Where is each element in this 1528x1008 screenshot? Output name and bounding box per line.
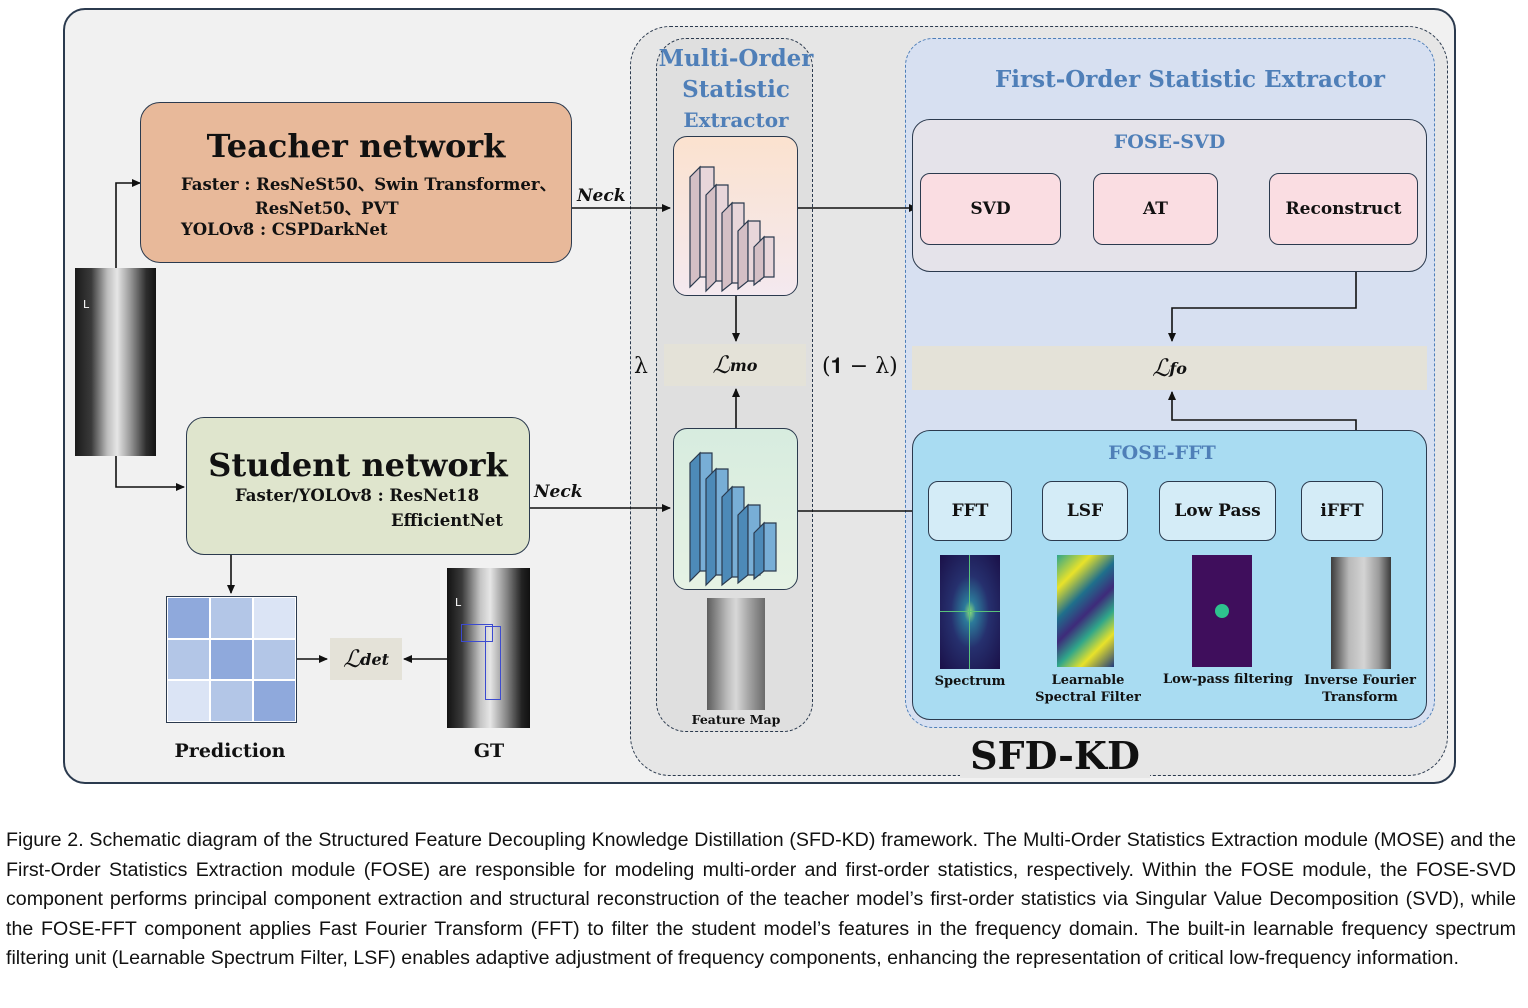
inverse-fourier-transform-caption: Inverse Fourier Transform [1304, 673, 1416, 705]
prediction-grid [166, 596, 297, 723]
figure-caption: Figure 2. Schematic diagram of the Struc… [6, 829, 1516, 969]
loss-fo-symbol: ℒ [1152, 354, 1170, 382]
prediction-cell [167, 638, 210, 681]
fose-svd-title: FOSE-SVD [1113, 131, 1226, 153]
student-line-1: Faster/YOLOv8 : ResNet18 [235, 486, 480, 505]
loss-det-symbol: ℒ [342, 645, 361, 673]
gt-bounding-box [461, 624, 493, 642]
teacher-title: Teacher network [206, 127, 506, 165]
one-minus-lambda-label: (𝟏 − λ) [822, 354, 898, 379]
prediction-cell [167, 597, 210, 639]
teacher-neck-label: Neck [577, 186, 626, 206]
teacher-line-2: ResNet50、PVT [255, 199, 399, 218]
student-network-box: Student network Faster/YOLOv8 : ResNet18… [186, 417, 530, 555]
input-xray-image: L [75, 268, 156, 456]
sfd-kd-label: SFD-KD [960, 733, 1150, 778]
teacher-line-3: YOLOv8 : CSPDarkNet [181, 220, 388, 239]
loss-mo-symbol: ℒ [712, 351, 730, 379]
teacher-network-box: Teacher network Faster : ResNeSt50、Swin … [140, 102, 572, 263]
gt-label: GT [473, 740, 505, 762]
feature-map-image [707, 598, 765, 710]
fose-title: First-Order Statistic Extractor [994, 66, 1386, 93]
learnable-spectral-filter-image [1057, 555, 1114, 667]
inverse-fourier-transform-image [1331, 557, 1391, 669]
student-line-2: EfficientNet [391, 511, 504, 530]
svd-step: SVD [920, 173, 1061, 245]
fft-step: FFT [928, 481, 1012, 541]
reconstruct-step: Reconstruct [1269, 173, 1418, 245]
prediction-cell [210, 680, 253, 722]
student-neck-label: Neck [534, 482, 583, 502]
learnable-spectral-filter-caption: Learnable Spectral Filter [1035, 673, 1141, 705]
gt-xray-image: L [447, 568, 530, 728]
spectrum-caption: Spectrum [934, 674, 1006, 689]
spectrum-image [940, 555, 1000, 669]
low-pass-filtering-image [1192, 555, 1252, 667]
prediction-cell [253, 597, 296, 639]
prediction-cell [167, 680, 210, 722]
prediction-cell [210, 597, 253, 639]
fose-fft-title: FOSE-FFT [1108, 442, 1216, 464]
lsf-step: LSF [1042, 481, 1128, 541]
prediction-label: Prediction [174, 740, 286, 762]
low-pass-step: Low Pass [1159, 481, 1276, 541]
prediction-cell [253, 680, 296, 722]
prediction-cell [253, 638, 296, 681]
teacher-line-1: Faster : ResNeSt50、Swin Transformer、 [181, 175, 557, 194]
mose-title-line-3: Extractor [683, 108, 789, 132]
prediction-cell [210, 638, 253, 681]
low-pass-filtering-caption: Low-pass filtering [1162, 672, 1294, 687]
loss-fo-sub: fo [1169, 358, 1187, 378]
student-title: Student network [208, 446, 508, 484]
at-step: AT [1093, 173, 1218, 245]
teacher-feature-pyramid [673, 136, 798, 296]
feature-map-label: Feature Map [691, 712, 781, 727]
ifft-step: iFFT [1301, 481, 1383, 541]
mose-title-line-1: Multi-Order [658, 45, 814, 72]
loss-det-sub: det [360, 649, 390, 669]
loss-mo-sub: mo [729, 355, 758, 375]
student-feature-pyramid [673, 428, 798, 590]
lambda-label: λ [634, 354, 648, 379]
mose-title-line-2: Statistic [682, 76, 790, 103]
